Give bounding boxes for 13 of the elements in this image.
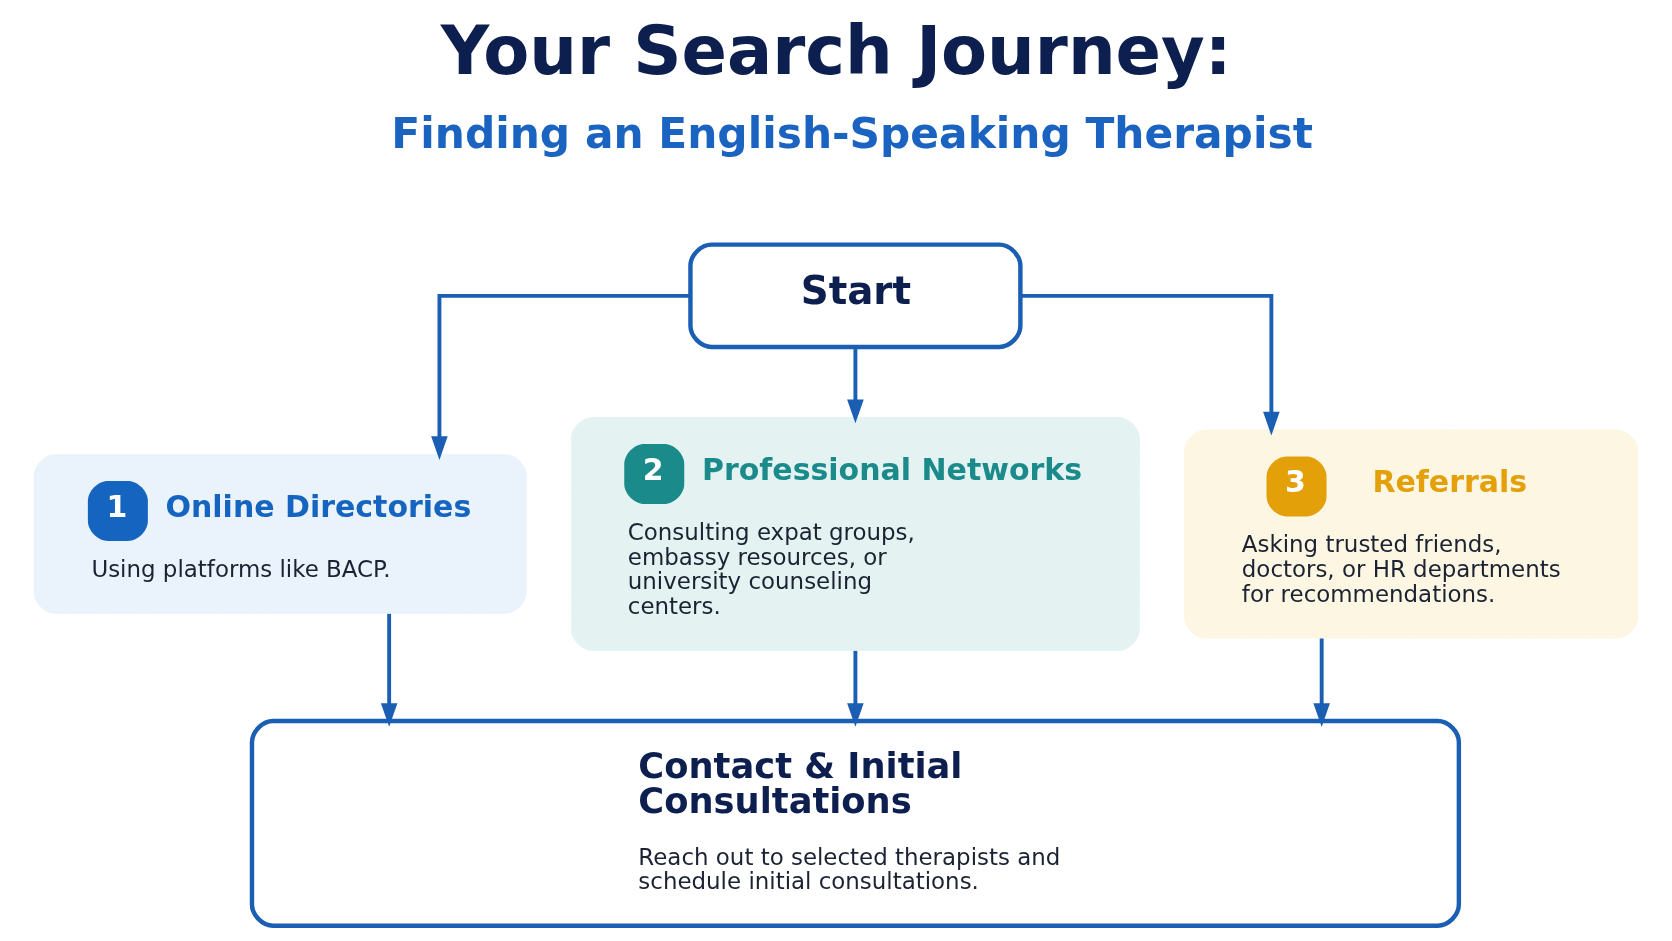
node-box: 1 Online Directories Using platforms like BACP. [33, 454, 527, 614]
arrow [380, 613, 398, 727]
node-box: Start [688, 242, 1023, 350]
arrow [1313, 638, 1330, 727]
arrow [431, 293, 691, 460]
diagram-title: Your Search Journey: [440, 12, 1232, 91]
arrow [847, 347, 864, 424]
node-box: 2 Professional Networks Consulting expat groups, embassy resources, or university counseling centers. [570, 417, 1140, 651]
label: Finding an English-Speaking Therapist [391, 108, 1313, 158]
arrow [847, 650, 864, 727]
node-box: 3 Referrals Asking trusted friends, doctors, or HR departments for recommendations. [1184, 429, 1639, 639]
arrow [1020, 293, 1280, 436]
node-box: Contact & Initial Consultations Reach out to selected therapists and schedule initial consultations. [249, 718, 1462, 928]
